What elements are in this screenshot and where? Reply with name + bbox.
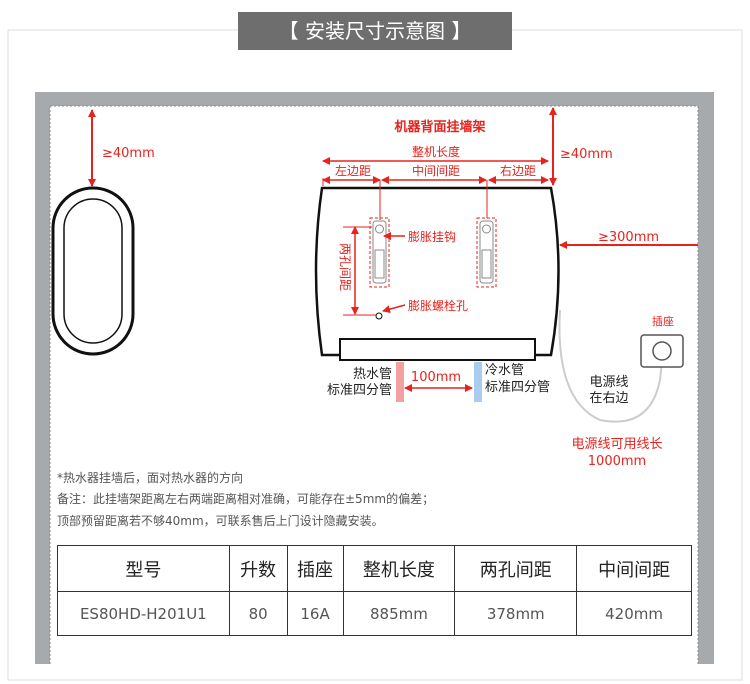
bolt-label: 膨胀螺栓孔 [408, 298, 468, 313]
table-header-row: 型号 升数 插座 整机长度 两孔间距 中间间距 [57, 545, 692, 592]
power-cord [558, 309, 663, 423]
expansion-hook-left [369, 217, 390, 288]
cord-length-label-2: 1000mm [588, 454, 646, 469]
header-model: 型号 [57, 545, 230, 592]
bolt-hole [375, 312, 383, 320]
spec-table: 型号 升数 插座 整机长度 两孔间距 中间间距 ES80HD-H201U1 80… [57, 545, 692, 636]
cell-model: ES80HD-H201U1 [57, 591, 230, 636]
expansion-hook-right [476, 217, 497, 288]
top-clearance-left-label: ≥40mm [102, 146, 155, 161]
header-middle-spacing: 中间间距 [576, 545, 692, 592]
header-length: 整机长度 [342, 545, 456, 592]
hot-pipe-label: 热水管 [353, 367, 392, 382]
left-margin-label: 左边距 [335, 163, 371, 178]
pipe-spacing-label: 100mm [411, 370, 461, 385]
note-line-2: 备注：此挂墙架距离左右两端距离相对准确，可能存在±5mm的偏差； [57, 491, 434, 506]
right-margin-label: 右边距 [500, 163, 536, 178]
header-title: 【 安装尺寸示意图 】 [279, 19, 472, 43]
hot-pipe-spec: 标准四分管 [327, 383, 392, 398]
hole-spacing-label: 两孔间距 [338, 243, 352, 291]
header-capacity: 升数 [228, 545, 288, 592]
cord-side-label-1: 电源线 [589, 375, 628, 390]
bracket-title: 机器背面挂墙架 [394, 119, 485, 135]
hot-pipe [396, 362, 404, 402]
header-hole-spacing: 两孔间距 [454, 545, 578, 592]
socket-label: 插座 [652, 314, 674, 328]
cold-pipe-label: 冷水管 [485, 363, 524, 378]
cell-hole-spacing: 378mm [454, 591, 578, 636]
cell-middle-spacing: 420mm [576, 591, 692, 636]
cord-length-label-1: 电源线可用线长 [571, 437, 662, 452]
cord-side-label-2: 在右边 [589, 391, 628, 406]
cell-capacity: 80 [228, 591, 288, 636]
top-clearance-right-label: ≥40mm [560, 147, 613, 162]
heater-bottom-panel [339, 338, 536, 361]
water-heater-body [314, 186, 560, 357]
overall-length-label: 整机长度 [412, 144, 460, 159]
note-line-3: 顶部预留距离若不够40mm，可联系售后上门设计隐藏安装。 [57, 513, 384, 528]
note-line-1: *热水器挂墙后，面对热水器的方向 [57, 470, 243, 485]
socket-icon [640, 334, 684, 368]
cell-length: 885mm [342, 591, 456, 636]
header-socket: 插座 [286, 545, 344, 592]
mirror-icon [51, 186, 135, 356]
cold-pipe [474, 362, 482, 402]
middle-spacing-label: 中间间距 [412, 163, 460, 178]
side-clearance-label: ≥300mm [598, 230, 659, 245]
header-banner [238, 12, 512, 50]
wall-frame [35, 92, 714, 664]
cold-pipe-spec: 标准四分管 [485, 380, 550, 395]
hook-label: 膨胀挂钩 [408, 230, 456, 244]
table-row: ES80HD-H201U1 80 16A 885mm 378mm 420mm [57, 591, 692, 636]
cell-socket: 16A [286, 591, 344, 636]
